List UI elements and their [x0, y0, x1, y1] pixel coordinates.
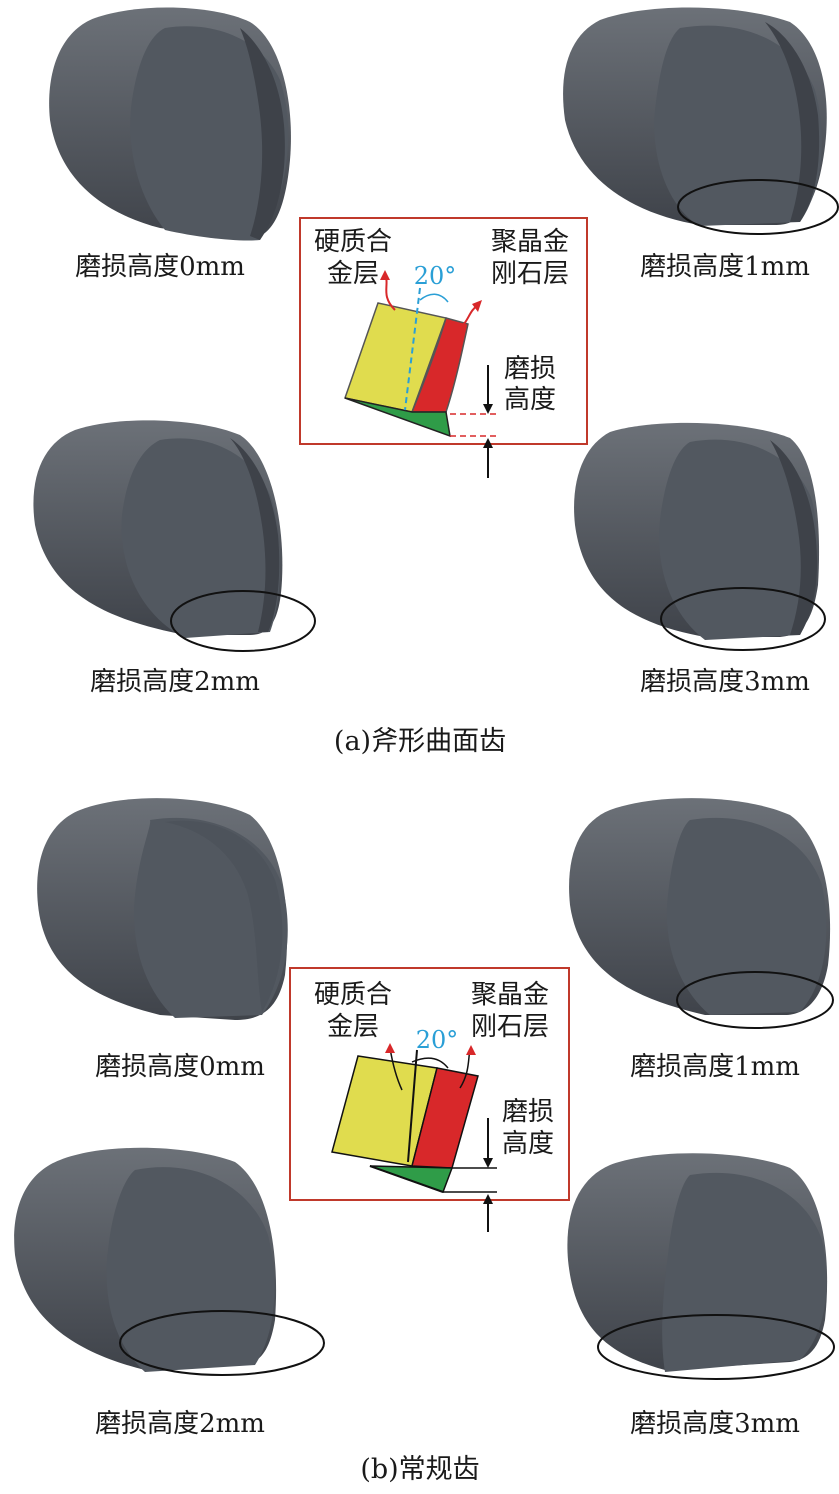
inset-b-angle-arc [411, 1057, 449, 1069]
inset-a-carbide-line2: 金层 [327, 259, 379, 289]
cutter-b-2mm [14, 1147, 325, 1376]
inset-a-wear-line2: 高度 [504, 385, 556, 415]
inset-b-angle: 20° [416, 1026, 459, 1054]
inset-a-carbide-line1: 硬质合 [314, 227, 392, 257]
inset-a-wear-line1: 磨损 [504, 354, 556, 384]
cutter-b-3mm [567, 1153, 835, 1380]
cutter-b-1mm-label: 磨损高度1mm [630, 1052, 800, 1082]
inset-b-carbide-line1: 硬质合 [314, 980, 392, 1010]
cutter-b-0mm-label: 磨损高度0mm [95, 1052, 265, 1082]
cutter-a-1mm-label: 磨损高度1mm [640, 252, 810, 282]
cutter-a-3mm [574, 422, 826, 651]
inset-a-pdc-line1: 聚晶金 [491, 227, 569, 257]
inset-a-vertical-ref [404, 287, 421, 411]
cutter-a-2mm-label: 磨损高度2mm [90, 667, 260, 697]
inset-b-carbide-line2: 金层 [327, 1012, 379, 1042]
cutter-b-3mm-label: 磨损高度3mm [630, 1409, 800, 1439]
inset-a-wear-zone [344, 397, 451, 438]
cutter-a-0mm [49, 7, 291, 241]
inset-a-angle: 20° [414, 262, 457, 290]
inset-b-pdc-line1: 聚晶金 [471, 980, 549, 1010]
section-b-caption: (b)常规齿 [360, 1454, 479, 1485]
cutter-b-1mm [569, 798, 834, 1029]
cutter-a-3mm-label: 磨损高度3mm [640, 667, 810, 697]
cutter-b-0mm [37, 798, 288, 1020]
inset-b-wear-line1: 磨损 [502, 1097, 554, 1127]
inset-a: 硬质合 金层 聚晶金 刚石层 20° 磨损 高度 [299, 217, 588, 478]
cutter-a-1mm [563, 7, 839, 235]
inset-b: 硬质合 金层 聚晶金 刚石层 20° 磨损 高度 [289, 967, 570, 1232]
cutter-b-2mm-label: 磨损高度2mm [95, 1409, 265, 1439]
cutter-a-2mm [33, 420, 316, 652]
inset-b-vertical-ref [407, 1049, 418, 1163]
cutter-a-0mm-label: 磨损高度0mm [75, 252, 245, 282]
inset-b-pdc-line2: 刚石层 [471, 1012, 549, 1042]
inset-a-pdc-line2: 刚石层 [491, 259, 569, 289]
section-a-caption: (a)斧形曲面齿 [334, 726, 506, 757]
inset-a-angle-arc [419, 293, 449, 303]
inset-b-wear-line2: 高度 [502, 1129, 554, 1159]
